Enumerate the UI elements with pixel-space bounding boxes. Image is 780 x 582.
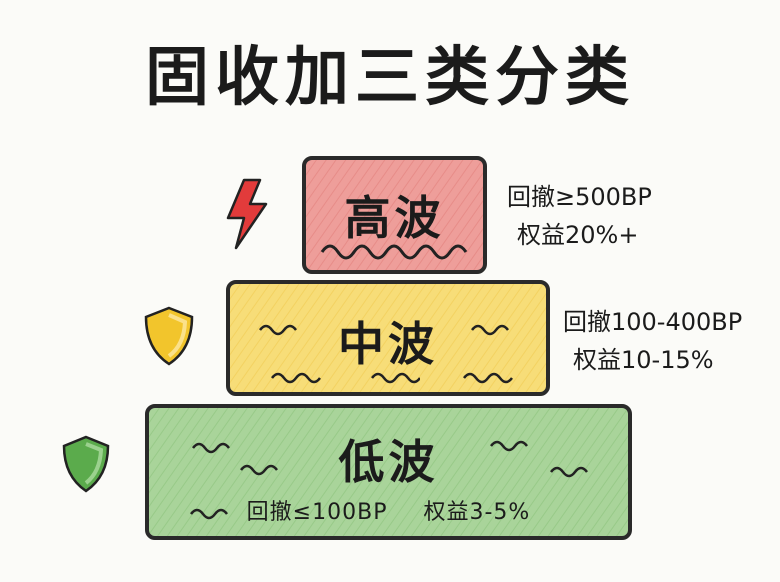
tier-low-notes: 回撤≤100BP 权益3-5% [149,494,628,526]
wave-decoration [271,372,321,384]
tier-low-label: 低波 [338,435,439,489]
tier-mid-volatility: 中波 [226,280,550,396]
shield-icon [62,435,110,493]
tier-mid-label: 中波 [338,317,438,371]
wave-decoration [471,324,509,336]
tier-mid-equity: 权益10-15% [573,346,714,374]
tier-mid-notes: 回撤100-400BP 权益10-15% [563,303,742,379]
wave-decoration [240,464,278,476]
wave-decoration [192,442,230,454]
tier-low-volatility: 低波 回撤≤100BP 权益3-5% [145,404,632,540]
wave-decoration [190,508,228,520]
wave-decoration [259,324,297,336]
tier-high-equity: 权益20%+ [517,221,639,249]
tier-high-label: 高波 [344,191,445,245]
shield-icon [144,306,194,366]
tier-mid-drawdown: 回撤100-400BP [563,308,743,336]
wave-decoration [490,440,528,452]
tier-high-notes: 回撤≥500BP 权益20%+ [507,178,652,254]
tier-high-drawdown: 回撤≥500BP [507,183,652,211]
tier-low-drawdown: 回撤≤100BP [246,500,388,525]
lightning-icon [226,178,268,250]
tier-high-volatility: 高波 [302,156,487,274]
wave-decoration [320,244,468,260]
wave-decoration [463,372,513,384]
tier-low-equity: 权益3-5% [423,500,531,525]
wave-decoration [371,372,420,384]
diagram-title: 固收加三类分类 [145,41,635,115]
wave-decoration [550,466,588,478]
